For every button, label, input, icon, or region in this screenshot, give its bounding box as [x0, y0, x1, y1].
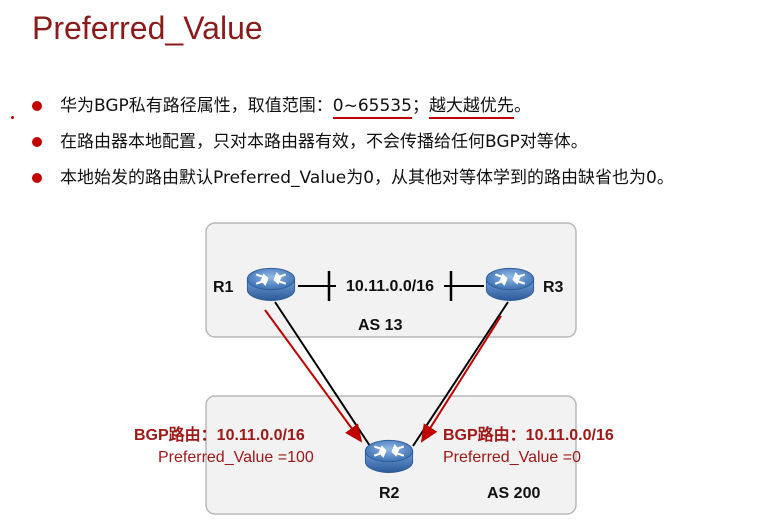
bullet-3-text: 本地始发的路由默认Preferred_Value为0，从其他对等体学到的路由缺省…	[60, 168, 674, 188]
bullet-item-1: 华为BGP私有路径属性，取值范围：0~65535；越大越优先。	[30, 88, 770, 124]
router-r2-icon	[364, 439, 414, 474]
r3-label: R3	[543, 279, 564, 296]
bullet-item-3: 本地始发的路由默认Preferred_Value为0，从其他对等体学到的路由缺省…	[30, 160, 770, 196]
stray-mark	[11, 116, 14, 119]
link-r1-r2	[274, 301, 371, 447]
router-r3-icon	[485, 267, 535, 302]
left-route-value: Preferred_Value =100	[158, 449, 314, 466]
route-arrow-right	[420, 315, 502, 443]
left-route-title: BGP路由：10.11.0.0/16	[134, 425, 305, 444]
as-13-label: AS 13	[358, 317, 403, 334]
bullet-1-end: 。	[513, 96, 531, 116]
right-route-title: BGP路由：10.11.0.0/16	[443, 425, 614, 444]
link-prefix-label: 10.11.0.0/16	[346, 278, 434, 295]
bullet-dot-icon	[32, 137, 42, 147]
bullet-1-separator: ；	[411, 96, 429, 116]
route-arrow-left	[264, 309, 363, 443]
bullet-dot-icon	[32, 101, 42, 111]
bullet-1-text: 华为BGP私有路径属性，取值范围：	[60, 96, 333, 116]
r1-label: R1	[213, 279, 234, 296]
router-r1-icon	[246, 267, 296, 302]
bullet-item-2: 在路由器本地配置，只对本路由器有效，不会传播给任何BGP对等体。	[30, 124, 770, 160]
as-200-label: AS 200	[487, 485, 540, 502]
right-route-value: Preferred_Value =0	[443, 449, 581, 466]
link-label-bg	[336, 272, 444, 298]
bullet-list: 华为BGP私有路径属性，取值范围：0~65535；越大越优先。 在路由器本地配置…	[30, 88, 770, 196]
range-value: 0~65535	[332, 96, 412, 119]
emphasis-text: 越大越优先	[428, 96, 514, 119]
r2-label: R2	[379, 485, 400, 502]
page-title: Preferred_Value	[32, 10, 263, 46]
bullet-2-text: 在路由器本地配置，只对本路由器有效，不会传播给任何BGP对等体。	[60, 132, 588, 152]
link-r3-r2	[412, 301, 509, 447]
bullet-dot-icon	[32, 173, 42, 183]
